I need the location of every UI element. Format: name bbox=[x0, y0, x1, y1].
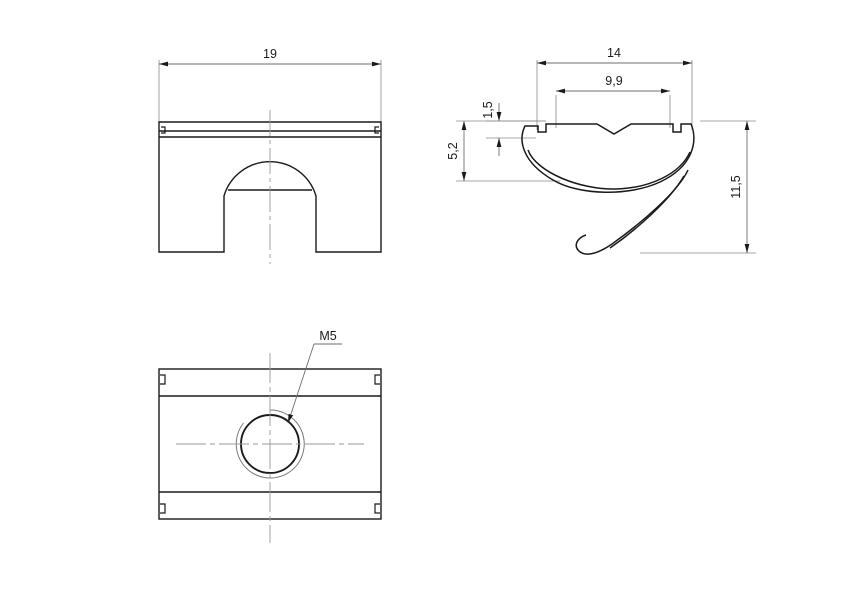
front-view: 19 bbox=[158, 47, 382, 264]
dimension-label-front-width: 19 bbox=[263, 47, 277, 61]
bottom-tick-bottom-right bbox=[374, 503, 380, 514]
thread-callout-label: M5 bbox=[319, 329, 336, 343]
dimension-side-lip-height: 1,5 bbox=[481, 101, 546, 156]
front-notch-tick-right bbox=[374, 126, 379, 134]
side-view-profile-outline bbox=[521, 123, 695, 193]
dimension-label-side-body-height: 5,2 bbox=[446, 142, 460, 159]
bottom-tick-top-right bbox=[374, 374, 380, 385]
bottom-view: M5 bbox=[158, 329, 382, 543]
dimension-label-side-width: 14 bbox=[607, 46, 621, 60]
dimension-label-side-total-height: 11,5 bbox=[729, 175, 743, 198]
side-view-spring-tail-outer bbox=[575, 169, 689, 255]
thread-arc-outer bbox=[235, 409, 305, 479]
leader-line bbox=[287, 343, 315, 424]
side-view: 14 9,9 1,5 5,2 11,5 bbox=[446, 46, 756, 255]
dimension-side-inner-width: 9,9 bbox=[555, 74, 671, 128]
dimension-side-total-height: 11,5 bbox=[640, 120, 756, 254]
thread-callout-leader: M5 bbox=[287, 329, 342, 424]
side-view-inner-bottom-curve bbox=[527, 149, 691, 190]
front-view-outline bbox=[158, 121, 382, 253]
dimension-label-side-inner-width: 9,9 bbox=[605, 74, 622, 88]
side-view-spring-tail-inner bbox=[609, 175, 685, 249]
dimension-side-body-height: 5,2 bbox=[446, 120, 560, 182]
dimension-front-width: 19 bbox=[158, 47, 382, 122]
dimension-label-side-lip-height: 1,5 bbox=[481, 101, 495, 118]
bottom-tick-top-left bbox=[160, 374, 166, 385]
bottom-tick-bottom-left bbox=[160, 503, 166, 514]
front-notch-tick-left bbox=[161, 126, 166, 134]
dimension-side-width: 14 bbox=[536, 46, 693, 130]
